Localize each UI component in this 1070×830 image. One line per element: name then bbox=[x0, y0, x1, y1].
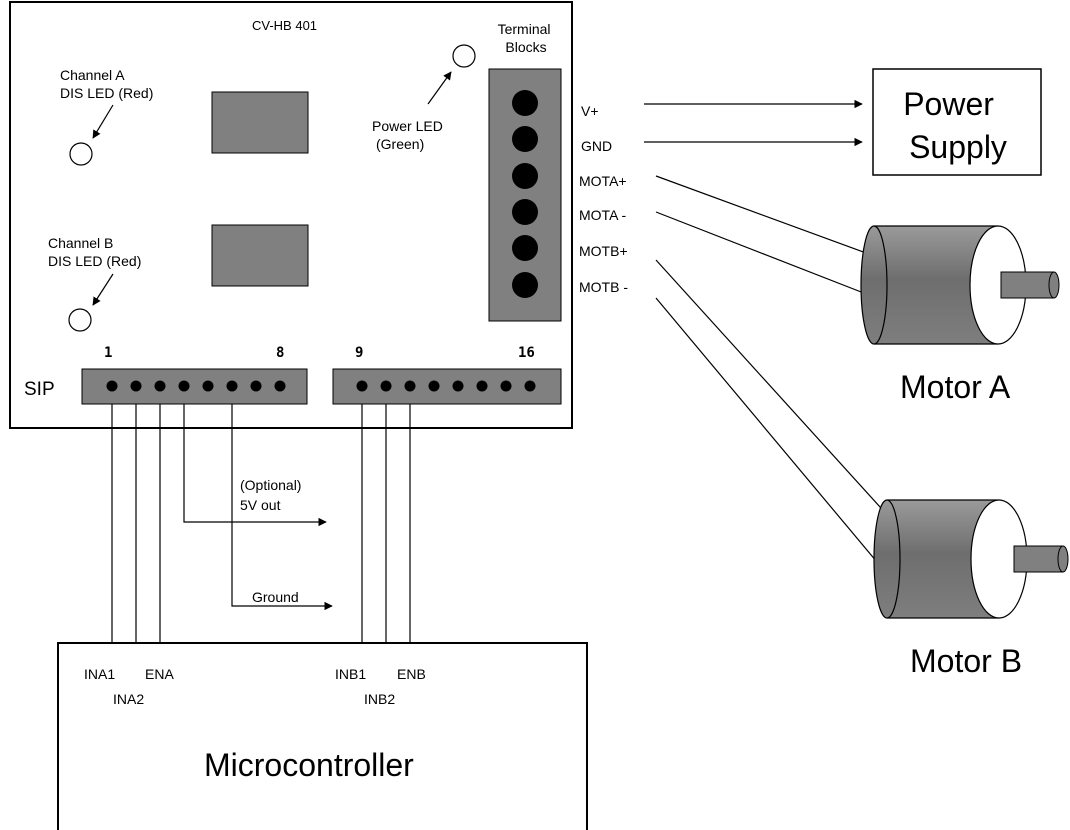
motor-a-shaft bbox=[1000, 271, 1055, 299]
wires-channel-a bbox=[111, 404, 161, 643]
wire-mota-plus bbox=[655, 175, 878, 258]
ina2-label: INA2 bbox=[113, 691, 144, 707]
motor-b-shaft-end bbox=[1057, 545, 1069, 573]
channel-a-led-arrow bbox=[92, 104, 114, 139]
wire-ground bbox=[231, 404, 333, 611]
terminal-screw bbox=[512, 272, 538, 298]
chip-b bbox=[211, 224, 309, 287]
microcontroller-box bbox=[57, 642, 588, 830]
sip-pin bbox=[500, 380, 512, 392]
terminal-screws bbox=[512, 90, 538, 298]
sip-pin bbox=[274, 380, 286, 392]
channel-a-led-label: Channel A DIS LED (Red) bbox=[60, 67, 153, 101]
power-led bbox=[452, 44, 476, 68]
sip-pin bbox=[404, 380, 416, 392]
motor-b-label: Motor B bbox=[910, 643, 1022, 679]
sip-pin bbox=[452, 380, 464, 392]
sip-header-left bbox=[81, 368, 308, 405]
channel-b-led-arrow bbox=[92, 273, 114, 306]
sip-pin bbox=[380, 380, 392, 392]
wire-motb-plus bbox=[655, 259, 891, 519]
terminal-screw bbox=[512, 163, 538, 189]
power-led-arrow bbox=[427, 71, 452, 105]
sip-pins-right bbox=[356, 380, 536, 392]
sip-pin bbox=[178, 380, 190, 392]
sip-header-right bbox=[332, 368, 562, 405]
channel-a-led bbox=[69, 142, 93, 166]
power-supply-label: Power Supply bbox=[903, 86, 1007, 165]
motor-a-back bbox=[860, 225, 888, 345]
terminal-screw bbox=[512, 199, 538, 225]
sip-pin bbox=[202, 380, 214, 392]
chip-a bbox=[211, 91, 309, 154]
motor-b-back bbox=[873, 499, 901, 619]
ground-label: Ground bbox=[252, 589, 299, 605]
pin-8-label: 8 bbox=[276, 345, 284, 361]
motor-a bbox=[860, 225, 1060, 345]
microcontroller-title: Microcontroller bbox=[204, 747, 414, 783]
wire-motb-minus bbox=[655, 297, 883, 569]
sip-pins-left bbox=[106, 380, 286, 392]
channel-b-led bbox=[68, 308, 92, 332]
board-outline bbox=[9, 1, 573, 429]
pin-1-label: 1 bbox=[104, 345, 112, 361]
inb1-label: INB1 bbox=[335, 666, 366, 682]
ina1-label: INA1 bbox=[84, 666, 115, 682]
optional-5v-label: (Optional) 5V out bbox=[240, 477, 305, 513]
motor-a-label: Motor A bbox=[900, 369, 1011, 405]
wire-5v-out bbox=[183, 404, 327, 527]
wires-channel-b bbox=[361, 404, 411, 643]
mota-minus-label: MOTA - bbox=[579, 207, 627, 223]
motb-plus-label: MOTB+ bbox=[579, 243, 628, 259]
v-plus-label: V+ bbox=[581, 103, 599, 119]
sip-pin bbox=[130, 380, 142, 392]
power-led-label: Power LED (Green) bbox=[372, 118, 447, 152]
sip-pin bbox=[250, 380, 262, 392]
mota-plus-label: MOTA+ bbox=[579, 173, 627, 189]
pin-9-label: 9 bbox=[355, 345, 363, 361]
sip-pin bbox=[154, 380, 166, 392]
gnd-label: GND bbox=[581, 138, 612, 154]
wire-mota-minus bbox=[655, 211, 875, 298]
sip-pin bbox=[226, 380, 238, 392]
inb2-label: INB2 bbox=[364, 691, 395, 707]
ena-label: ENA bbox=[145, 666, 174, 682]
sip-pin bbox=[106, 380, 118, 392]
terminal-blocks-label: Terminal Blocks bbox=[498, 21, 555, 55]
enb-label: ENB bbox=[397, 666, 426, 682]
motor-wires bbox=[655, 175, 891, 569]
motor-b-shaft bbox=[1013, 545, 1064, 573]
pin-16-label: 16 bbox=[518, 345, 535, 361]
sip-pin bbox=[428, 380, 440, 392]
board-title: CV-HB 401 bbox=[252, 18, 317, 33]
power-supply-box bbox=[872, 68, 1042, 176]
terminal-screw bbox=[512, 126, 538, 152]
terminal-screw bbox=[512, 235, 538, 261]
motb-minus-label: MOTB - bbox=[579, 279, 628, 295]
motor-b bbox=[873, 499, 1069, 619]
sip-pin bbox=[356, 380, 368, 392]
terminal-screw bbox=[512, 90, 538, 116]
channel-b-led-label: Channel B DIS LED (Red) bbox=[48, 235, 141, 269]
motor-a-shaft-end bbox=[1048, 271, 1060, 299]
sip-pin bbox=[524, 380, 536, 392]
sip-pin bbox=[476, 380, 488, 392]
sip-label: SIP bbox=[24, 379, 55, 400]
